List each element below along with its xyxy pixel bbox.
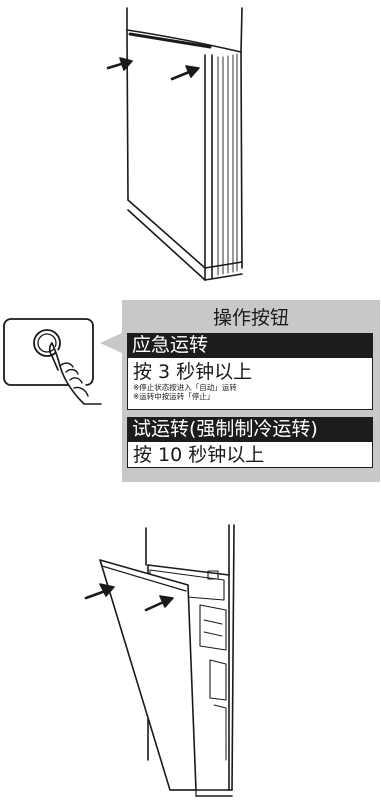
trial-instruction: 按 10 秒钟以上 bbox=[133, 444, 265, 466]
trial-instruction-box: 按 10 秒钟以上 bbox=[127, 441, 373, 468]
air-conditioner-closed bbox=[106, 7, 243, 281]
panel-title: 操作按钮 bbox=[212, 307, 289, 329]
emergency-note-1: ※停止状态按进入「自动」运转 bbox=[133, 383, 237, 392]
emergency-instruction: 按 3 秒钟以上 bbox=[133, 361, 253, 383]
button-press-icon bbox=[3, 318, 102, 405]
air-conditioner-open bbox=[84, 524, 235, 797]
emergency-operation-label: 应急运转 bbox=[127, 333, 373, 357]
pointer-arrow bbox=[100, 333, 122, 353]
operation-button-panel: 操作按钮 应急运转 按 3 秒钟以上 ※停止状态按进入「自动」运转 ※运转中按运… bbox=[122, 300, 380, 482]
emergency-note-2: ※运转中按运转「停止」 bbox=[133, 392, 215, 401]
trial-operation-label: 试运转(强制制冷运转) bbox=[127, 417, 373, 441]
emergency-instruction-box: 按 3 秒钟以上 ※停止状态按进入「自动」运转 ※运转中按运转「停止」 bbox=[127, 357, 373, 410]
